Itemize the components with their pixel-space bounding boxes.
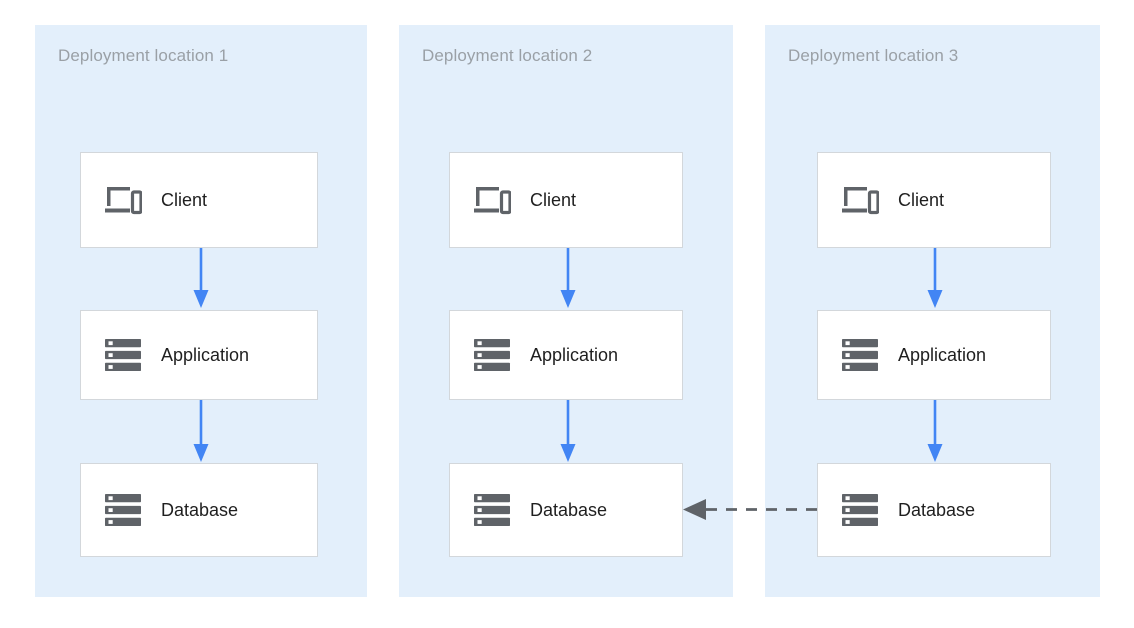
- node-database-2[interactable]: Database: [449, 463, 683, 557]
- node-application-2[interactable]: Application: [449, 310, 683, 400]
- connector-application-to-database-2: [558, 400, 578, 464]
- server-icon: [472, 492, 512, 528]
- node-label-client-2: Client: [530, 190, 577, 210]
- devices-icon: [103, 182, 143, 218]
- node-label-database-2: Database: [530, 500, 608, 520]
- node-database-3[interactable]: Database: [817, 463, 1051, 557]
- connector-application-to-database-3: [925, 400, 945, 464]
- node-label-application-2: Application: [530, 345, 619, 365]
- replication-arrow-database3-to-database2: [681, 495, 821, 525]
- connector-client-to-application-3: [925, 248, 945, 310]
- node-application-1[interactable]: Application: [80, 310, 318, 400]
- devices-icon: [840, 182, 880, 218]
- connector-client-to-application-2: [558, 248, 578, 310]
- node-label-database-3: Database: [898, 500, 976, 520]
- node-label-application-3: Application: [898, 345, 987, 365]
- connector-client-to-application-1: [191, 248, 211, 310]
- node-client-1[interactable]: Client: [80, 152, 318, 248]
- node-label-database-1: Database: [161, 500, 239, 520]
- server-icon: [840, 337, 880, 373]
- node-application-3[interactable]: Application: [817, 310, 1051, 400]
- panel-title-2: Deployment location 2: [422, 46, 593, 65]
- node-label-application-1: Application: [161, 345, 250, 365]
- devices-icon: [472, 182, 512, 218]
- server-icon: [840, 492, 880, 528]
- panel-title-3: Deployment location 3: [788, 46, 959, 65]
- server-icon: [103, 337, 143, 373]
- node-label-client-3: Client: [898, 190, 945, 210]
- panel-title-1: Deployment location 1: [58, 46, 229, 65]
- server-icon: [472, 337, 512, 373]
- node-client-2[interactable]: Client: [449, 152, 683, 248]
- node-client-3[interactable]: Client: [817, 152, 1051, 248]
- server-icon: [103, 492, 143, 528]
- node-database-1[interactable]: Database: [80, 463, 318, 557]
- node-label-client-1: Client: [161, 190, 208, 210]
- connector-application-to-database-1: [191, 400, 211, 464]
